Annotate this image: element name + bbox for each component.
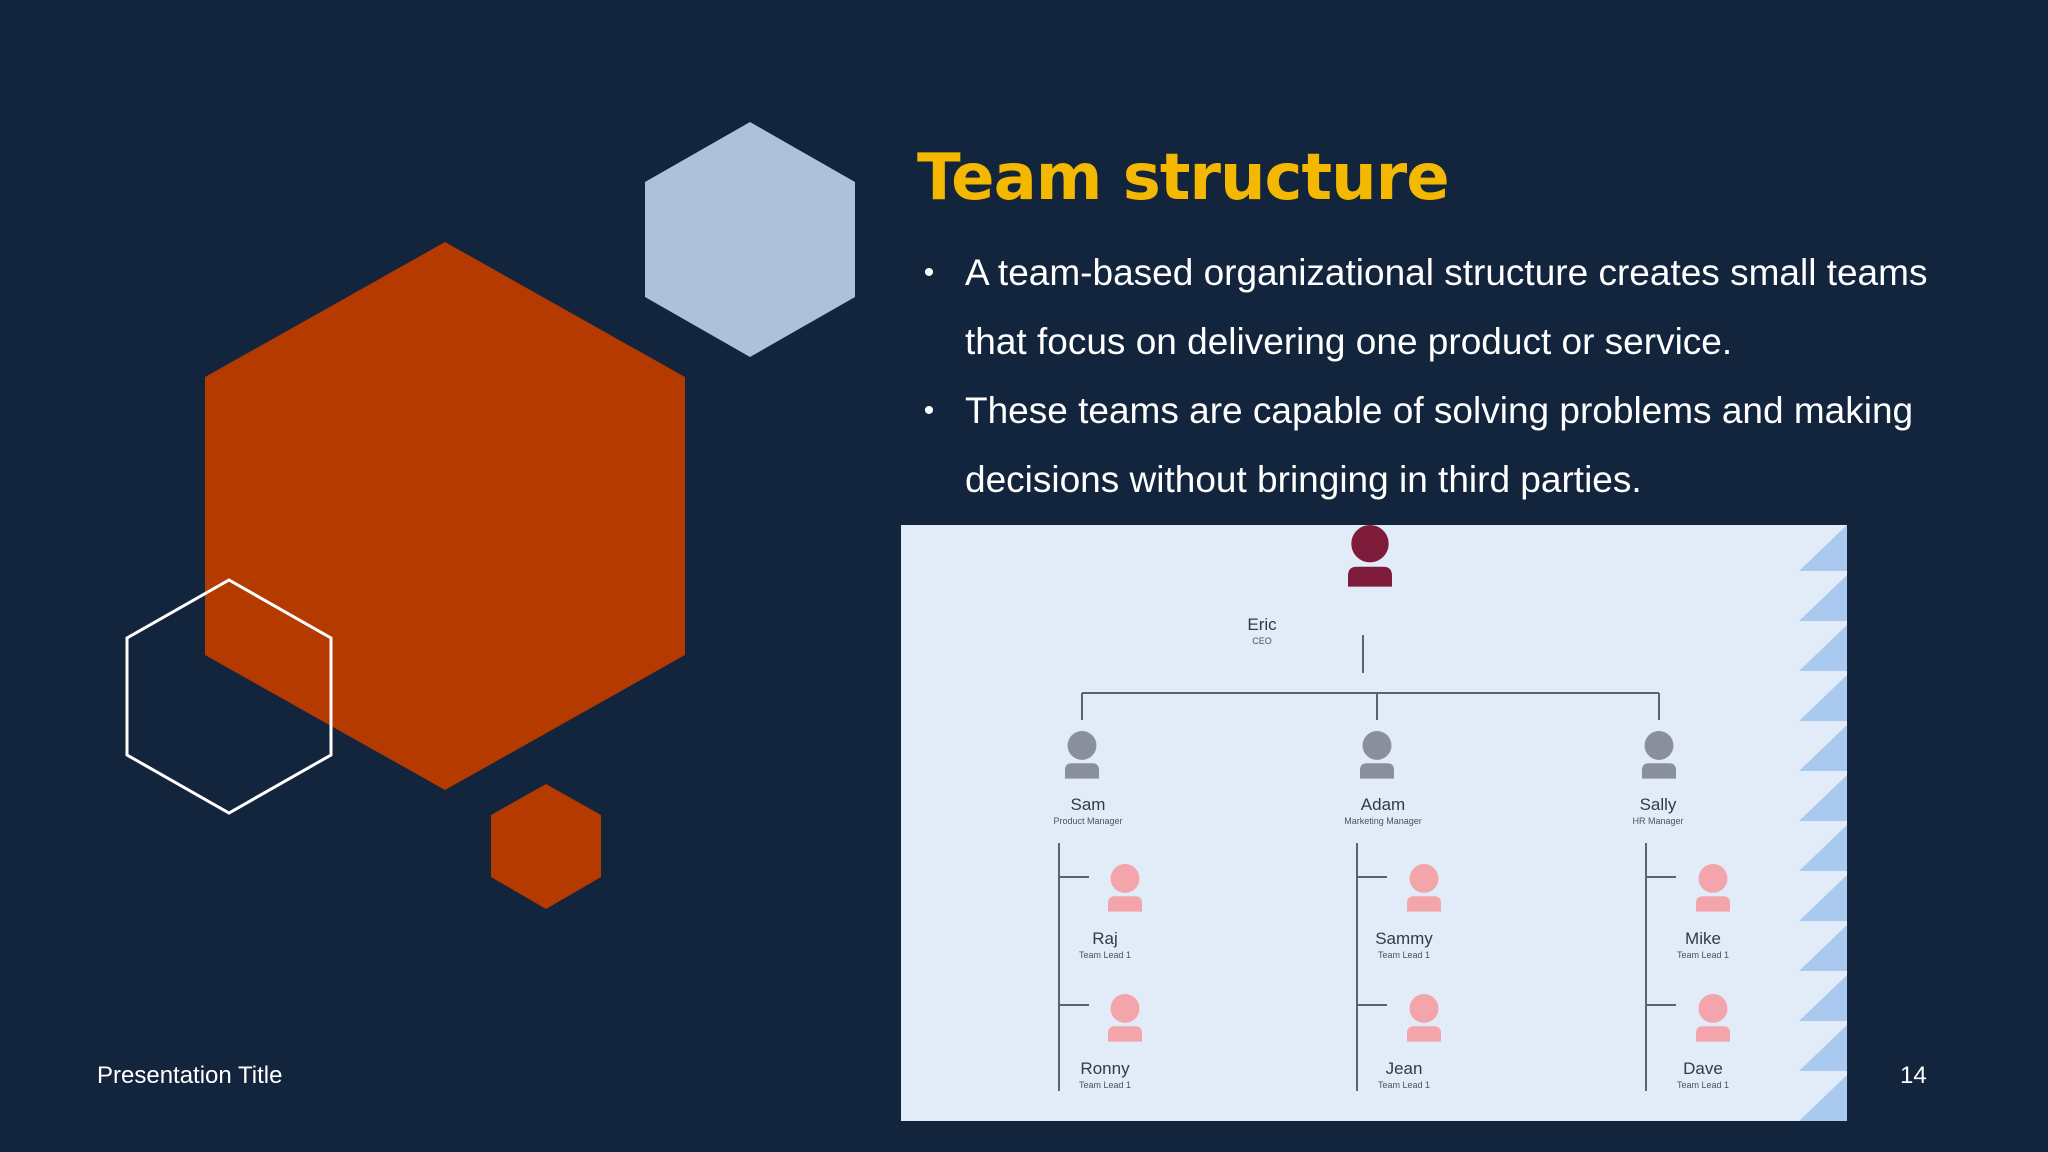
lead-name: Ronny	[1080, 1059, 1130, 1078]
lead-label: Sammy Team Lead 1	[1364, 929, 1444, 961]
bullet-item: • These teams are capable of solving pro…	[917, 376, 1987, 514]
manager-role: HR Manager	[1632, 816, 1684, 826]
hexagon-outline	[125, 578, 333, 815]
bullet-dot-icon: •	[923, 256, 935, 289]
page-number: 14	[1900, 1062, 1927, 1089]
ceo-role: CEO	[1252, 636, 1272, 646]
lead-name: Mike	[1685, 929, 1721, 948]
bullet-text: A team-based organizational structure cr…	[965, 252, 1928, 362]
manager-role: Product Manager	[1053, 816, 1123, 826]
lead-label: Ronny Team Lead 1	[1065, 1059, 1145, 1091]
person-icon	[1360, 731, 1394, 779]
decorative-hexagons	[125, 122, 855, 909]
hexagon-large-orange	[205, 242, 685, 790]
decorative-triangle	[1799, 1075, 1847, 1121]
decorative-triangle	[1799, 525, 1847, 571]
person-icon	[1407, 864, 1441, 912]
person-icon	[1348, 525, 1392, 587]
ceo-label: Eric CEO	[1212, 615, 1312, 647]
lead-label: Mike Team Lead 1	[1663, 929, 1743, 961]
lead-name: Sammy	[1375, 929, 1433, 948]
decorative-triangle	[1799, 875, 1847, 921]
hexagon-light-blue	[645, 122, 855, 357]
ceo-name: Eric	[1247, 615, 1277, 634]
person-icon	[1108, 994, 1142, 1042]
lead-role: Team Lead 1	[1078, 1080, 1132, 1090]
org-chart-image: Eric CEO Sam Product Manager Adam Market…	[901, 525, 1847, 1121]
lead-role: Team Lead 1	[1377, 1080, 1431, 1090]
decorative-triangle	[1799, 925, 1847, 971]
footer-presentation-title: Presentation Title	[97, 1062, 283, 1089]
person-icon	[1642, 731, 1676, 779]
lead-role: Team Lead 1	[1078, 950, 1132, 960]
lead-label: Dave Team Lead 1	[1663, 1059, 1743, 1091]
lead-role: Team Lead 1	[1676, 950, 1730, 960]
decorative-triangle	[1799, 725, 1847, 771]
decorative-triangle	[1799, 675, 1847, 721]
decorative-triangle	[1799, 975, 1847, 1021]
bullet-dot-icon: •	[923, 394, 935, 427]
decorative-triangle	[1799, 575, 1847, 621]
decorative-triangle	[1799, 775, 1847, 821]
manager-name: Sally	[1639, 795, 1677, 814]
lead-label: Raj Team Lead 1	[1065, 929, 1145, 961]
lead-role: Team Lead 1	[1676, 1080, 1730, 1090]
decorative-triangle	[1799, 1025, 1847, 1071]
manager-label: Adam Marketing Manager	[1333, 795, 1433, 827]
lead-name: Raj	[1092, 929, 1118, 948]
manager-label: Sam Product Manager	[1048, 795, 1128, 827]
decorative-triangle	[1799, 825, 1847, 871]
org-chart-graphics	[1058, 525, 1847, 1121]
manager-name: Sam	[1070, 795, 1106, 814]
manager-role: Marketing Manager	[1344, 816, 1422, 826]
lead-label: Jean Team Lead 1	[1364, 1059, 1444, 1091]
bullet-list: • A team-based organizational structure …	[917, 238, 1987, 514]
lead-role: Team Lead 1	[1377, 950, 1431, 960]
bullet-item: • A team-based organizational structure …	[917, 238, 1987, 376]
bullet-text: These teams are capable of solving probl…	[965, 390, 1914, 500]
person-icon	[1108, 864, 1142, 912]
person-icon	[1407, 994, 1441, 1042]
lead-name: Jean	[1385, 1059, 1423, 1078]
manager-label: Sally HR Manager	[1618, 795, 1698, 827]
person-icon	[1696, 994, 1730, 1042]
hexagon-small-orange	[491, 784, 601, 909]
person-icon	[1065, 731, 1099, 779]
manager-name: Adam	[1360, 795, 1406, 814]
slide-title: Team structure	[917, 141, 1450, 215]
person-icon	[1696, 864, 1730, 912]
decorative-triangle	[1799, 625, 1847, 671]
lead-name: Dave	[1683, 1059, 1723, 1078]
